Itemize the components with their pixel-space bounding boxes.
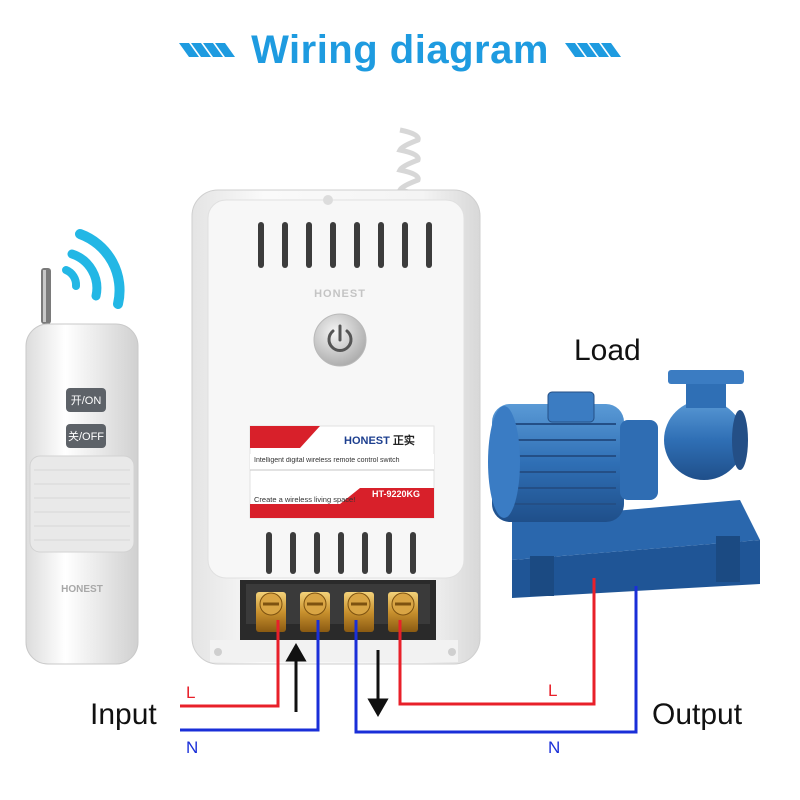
title-text: Wiring diagram [251, 27, 549, 72]
remote-control [25, 229, 139, 665]
receiver-top-vents [258, 222, 432, 268]
wiring-lines [180, 578, 638, 734]
diagram-title: Wiring diagram [0, 22, 800, 78]
input-live-wire [180, 620, 280, 708]
product-line-text: Intelligent digital wireless remote cont… [254, 457, 400, 464]
output-neutral-wire [354, 586, 638, 734]
label-brand-en: HONEST [344, 435, 390, 447]
output-neutral-label: N [548, 738, 561, 757]
output-live-label: L [548, 681, 558, 700]
receiver-embossed-brand: HONEST [314, 288, 366, 300]
input-label: Input [90, 698, 157, 731]
input-live-label: L [186, 683, 196, 702]
model-number: HT-9220KG [372, 489, 421, 499]
current-direction-arrows [285, 642, 389, 718]
output-live-wire [398, 578, 596, 706]
water-pump-load [488, 370, 760, 598]
power-button-icon [313, 313, 367, 367]
load-label: Load [574, 334, 641, 367]
label-brand: HONEST 正实 [344, 432, 415, 448]
input-neutral-wire [180, 620, 320, 732]
remote-off-button [66, 424, 106, 448]
title-right-stripes-icon [564, 43, 621, 57]
output-label: Output [652, 698, 743, 731]
remote-brand: HONEST [61, 584, 103, 595]
label-brand-cn: 正实 [392, 435, 415, 447]
slogan-text: Create a wireless living space! [254, 495, 356, 504]
receiver-bottom-vents [266, 532, 416, 574]
wireless-signal-icon [62, 229, 125, 309]
remote-on-button [66, 388, 106, 412]
remote-off-label: 关/OFF [67, 431, 105, 443]
remote-on-label: 开/ON [70, 395, 102, 407]
title-left-stripes-icon [179, 43, 236, 57]
receiver-unit [191, 189, 481, 665]
input-neutral-label: N [186, 738, 199, 757]
